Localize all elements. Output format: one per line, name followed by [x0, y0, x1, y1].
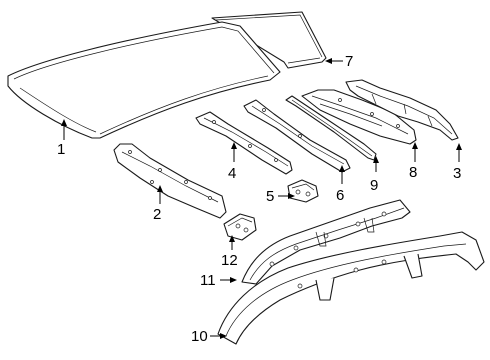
callout-1-label: 1	[57, 141, 65, 158]
callout-12: 12	[221, 235, 238, 269]
callout-4: 4	[228, 142, 237, 182]
part-3-rear-header	[345, 79, 459, 141]
part-2-front-roof-bow	[113, 143, 227, 219]
callout-11: 11	[200, 272, 237, 289]
callout-4-label: 4	[228, 165, 236, 182]
callout-6: 6	[336, 165, 345, 204]
callout-3-label: 3	[453, 165, 461, 182]
part-12-bracket	[223, 213, 257, 241]
part-5-bracket	[287, 179, 319, 203]
part-6-roof-bow	[243, 99, 351, 173]
callout-10: 10	[191, 328, 227, 345]
callout-12-label: 12	[221, 252, 238, 269]
callout-10-label: 10	[191, 328, 208, 345]
callout-9: 9	[370, 156, 379, 194]
callout-6-label: 6	[336, 187, 344, 204]
callout-8-label: 8	[409, 164, 417, 181]
part-8-rear-roof-panel	[301, 89, 417, 145]
part-10-side-frame	[217, 231, 485, 345]
callout-1: 1	[57, 119, 67, 158]
callout-2-label: 2	[153, 206, 161, 223]
part-11-inner-roof-rail	[241, 199, 411, 285]
part-4-roof-bow	[195, 111, 293, 175]
callout-3: 3	[453, 143, 462, 182]
part-9-roof-bow	[285, 95, 377, 161]
part-1-roof-outer-panel	[7, 21, 281, 139]
callout-7: 7	[325, 53, 353, 70]
callout-5: 5	[266, 188, 295, 205]
callout-5-label: 5	[266, 188, 274, 205]
callout-7-label: 7	[345, 53, 353, 70]
callout-8: 8	[409, 142, 418, 181]
callout-11-label: 11	[200, 272, 216, 289]
callout-9-label: 9	[370, 177, 378, 194]
callout-2: 2	[153, 185, 163, 223]
